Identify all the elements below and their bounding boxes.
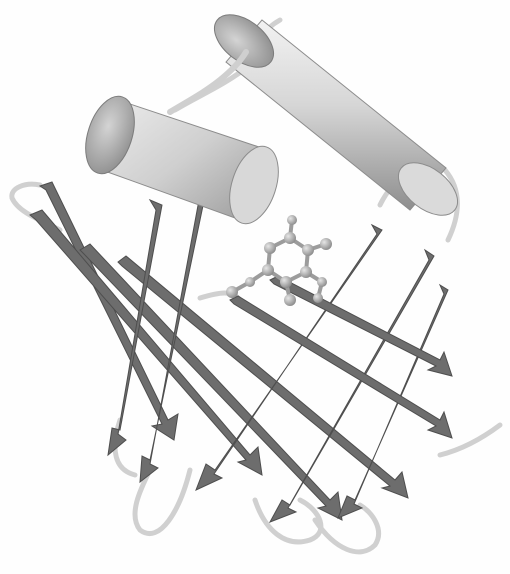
beta-barrel-strands [30,182,452,522]
alpha-helix-cylinder-left [77,90,288,230]
ligand-bonds [232,220,326,300]
ligand-atoms [226,215,332,306]
bound-ligand [226,215,332,306]
left-lower-loop [115,420,135,475]
strand-11 [270,276,452,376]
